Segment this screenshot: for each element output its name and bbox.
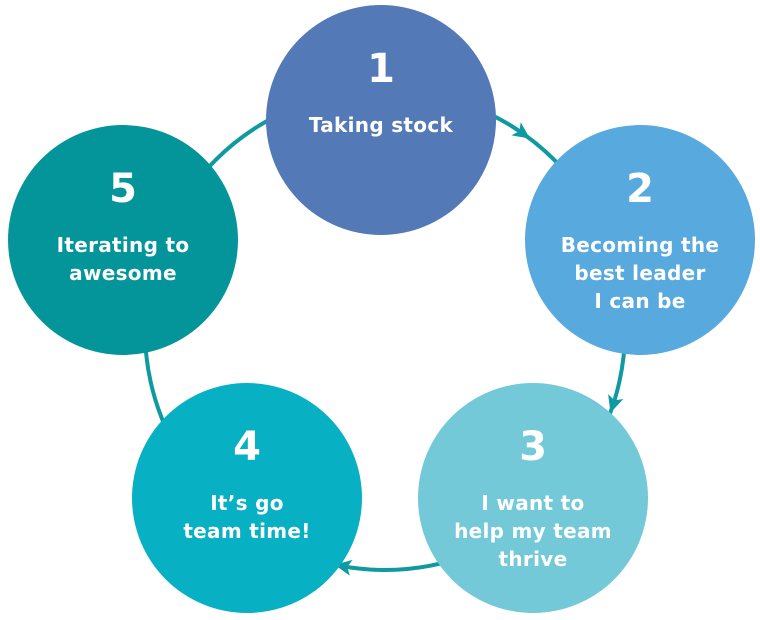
step-5-circle: 5 Iterating to awesome xyxy=(8,125,238,355)
step-4-circle: 4 It’s go team time! xyxy=(132,383,362,613)
step-label-line: thrive xyxy=(498,547,568,571)
step-label-line: team time! xyxy=(183,519,311,543)
step-label-line: Becoming the xyxy=(560,233,720,257)
step-2-circle: 2 Becoming the best leader I can be xyxy=(525,125,755,355)
arrowhead-icon xyxy=(608,394,624,413)
step-label: Becoming the best leader I can be xyxy=(535,231,745,315)
step-label: Taking stock xyxy=(276,111,486,139)
step-number: 3 xyxy=(519,424,547,470)
arrowhead-icon xyxy=(511,122,531,139)
step-label-line: It’s go xyxy=(210,491,284,515)
step-label-line: awesome xyxy=(69,261,177,285)
step-1-circle: 1 Taking stock xyxy=(266,5,496,235)
step-label: I want to help my team thrive xyxy=(428,489,638,573)
step-label-line: I can be xyxy=(594,289,686,313)
step-number: 1 xyxy=(367,46,395,92)
step-number: 5 xyxy=(109,166,137,212)
step-number: 2 xyxy=(626,166,654,212)
step-label-line: help my team xyxy=(454,519,612,543)
step-number: 4 xyxy=(233,424,261,470)
step-label-line: best leader xyxy=(574,261,706,285)
step-label-line: I want to xyxy=(481,491,585,515)
step-label-line: Iterating to xyxy=(56,233,190,257)
step-label: It’s go team time! xyxy=(142,489,352,545)
step-label: Iterating to awesome xyxy=(18,231,228,287)
step-label-line: Taking stock xyxy=(308,113,454,137)
step-3-circle: 3 I want to help my team thrive xyxy=(418,383,648,613)
